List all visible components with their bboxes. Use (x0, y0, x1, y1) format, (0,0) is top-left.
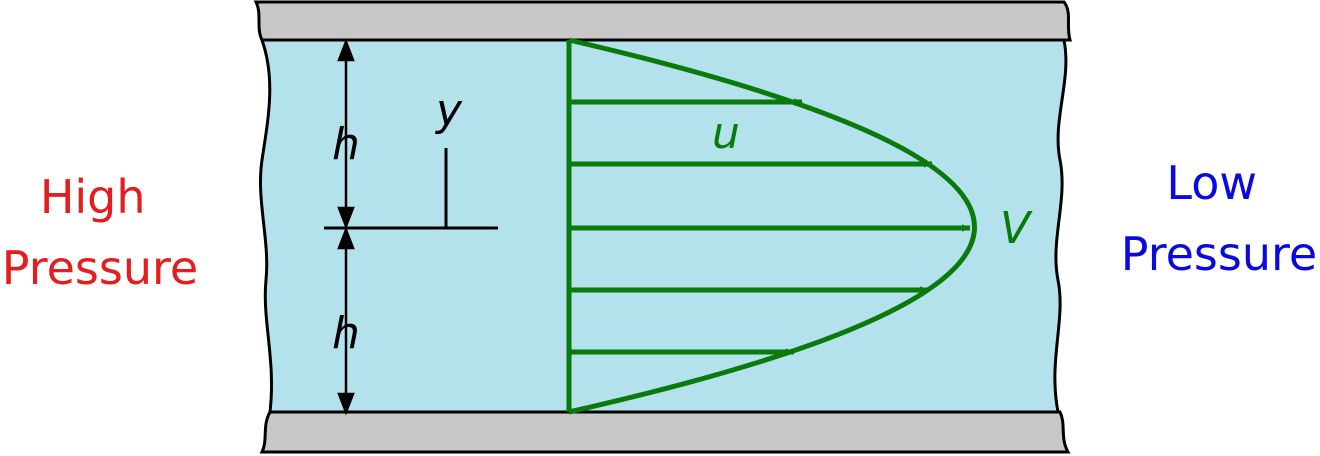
u-label: u (712, 108, 740, 159)
velocity-arrows (569, 98, 971, 356)
bottom-wall (259, 410, 1071, 454)
y-label: y (434, 85, 463, 136)
high-pressure-line1: High (40, 170, 146, 224)
high-pressure-label: High Pressure (2, 170, 198, 295)
high-pressure-line2: Pressure (2, 241, 198, 295)
low-pressure-line1: Low (1166, 156, 1257, 210)
h-top-label: h (332, 119, 360, 170)
low-pressure-line2: Pressure (1121, 227, 1317, 281)
velocity-profile-curve (568, 37, 977, 415)
arrow-up-icon (337, 226, 355, 250)
arrow-up-icon (337, 38, 355, 62)
v-label: V (1000, 203, 1033, 254)
top-wall (253, 0, 1072, 42)
arrow-down-icon (337, 206, 355, 230)
dimension-arrows (337, 38, 355, 416)
low-pressure-label: Low Pressure (1121, 156, 1317, 281)
arrow-down-icon (337, 392, 355, 416)
h-bottom-label: h (332, 308, 360, 359)
